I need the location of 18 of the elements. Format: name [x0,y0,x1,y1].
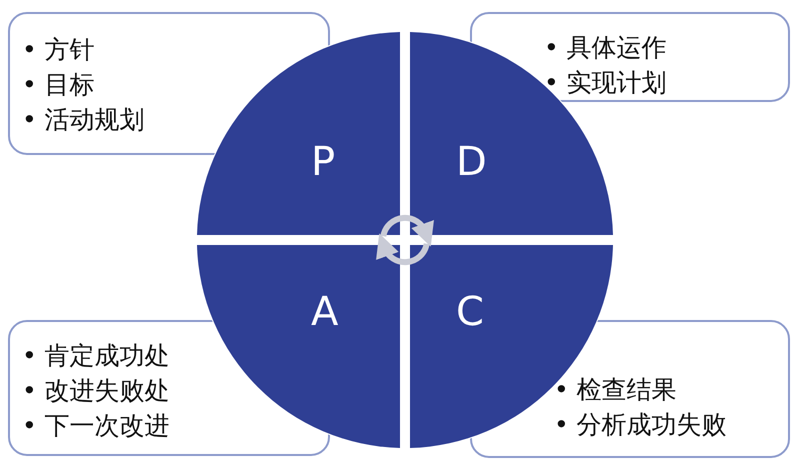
phase-letter: C [456,290,484,334]
phase-letter: P [311,140,336,184]
quadrant-shape [197,32,400,235]
bullet-item: • 肯定成功处 [22,340,170,372]
bullet-item: • 改进失败处 [22,375,170,407]
phase-letter: D [456,140,487,184]
bullet-item: • 实现计划 [544,67,667,99]
bullet-item: • 下一次改进 [22,410,170,442]
bullet-item: • 具体运作 [544,32,667,64]
bullet-item: • 方针 [22,34,96,66]
bullet-item: • 活动规划 [22,104,145,136]
cycle-arrow [380,214,434,246]
cycle-arrow [376,234,430,266]
bullet-item: • 检查结果 [554,374,678,406]
bullet-item: • 分析成功失败 [554,409,727,441]
quadrant-shape [197,245,400,448]
bullet-item: • 目标 [22,69,96,101]
phase-letter: A [311,290,338,334]
